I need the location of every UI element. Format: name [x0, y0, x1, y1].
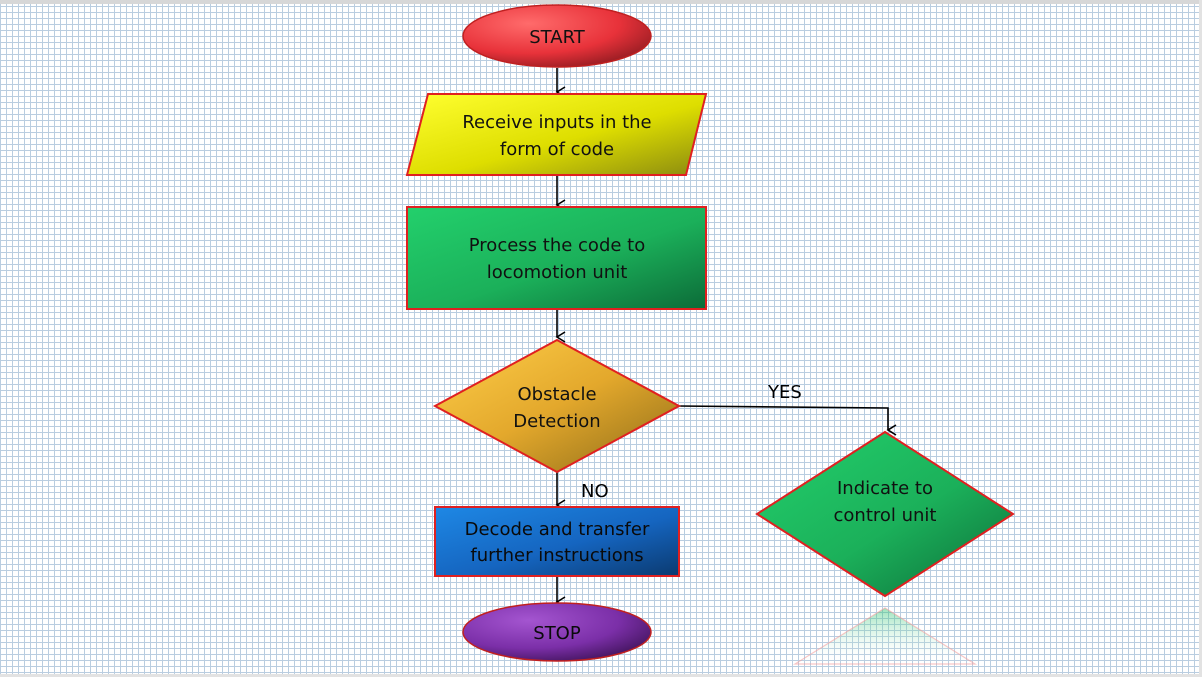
edge-label-no: NO	[581, 481, 609, 502]
decode-transfer-label-line2: further instructions	[470, 545, 643, 566]
process-code-label-line1: Process the code to	[469, 235, 645, 256]
arrow-obstacle-to-indicate	[677, 405, 897, 436]
receive-inputs-node: Receive inputs in the form of code	[405, 93, 708, 176]
indicate-node-reflection	[792, 607, 978, 665]
process-code-label-line2: locomotion unit	[487, 262, 628, 283]
edge-label-yes: YES	[767, 382, 802, 403]
stop-label: STOP	[533, 623, 581, 644]
indicate-control-unit-label-line1: Indicate to	[837, 478, 933, 499]
process-code-node: Process the code to locomotion unit	[406, 206, 707, 310]
start-node: START	[462, 4, 652, 68]
decode-transfer-label-line1: Decode and transfer	[465, 519, 650, 540]
indicate-control-unit-label-line2: control unit	[834, 505, 937, 526]
stop-node: STOP	[462, 602, 652, 662]
obstacle-detection-node: Obstacle Detection	[432, 338, 682, 474]
start-label: START	[529, 27, 586, 48]
window-top-edge	[0, 0, 1202, 4]
obstacle-detection-label-line1: Obstacle	[517, 384, 596, 405]
window-right-edge	[1199, 0, 1202, 677]
receive-inputs-label-line2: form of code	[500, 139, 614, 160]
window-bottom-edge	[0, 674, 1202, 677]
indicate-control-unit-node: Indicate to control unit	[755, 430, 1015, 598]
obstacle-detection-label-line2: Detection	[513, 411, 600, 432]
connectors	[555, 68, 897, 608]
decode-transfer-node: Decode and transfer further instructions	[434, 506, 680, 577]
receive-inputs-label-line1: Receive inputs in the	[462, 112, 651, 133]
